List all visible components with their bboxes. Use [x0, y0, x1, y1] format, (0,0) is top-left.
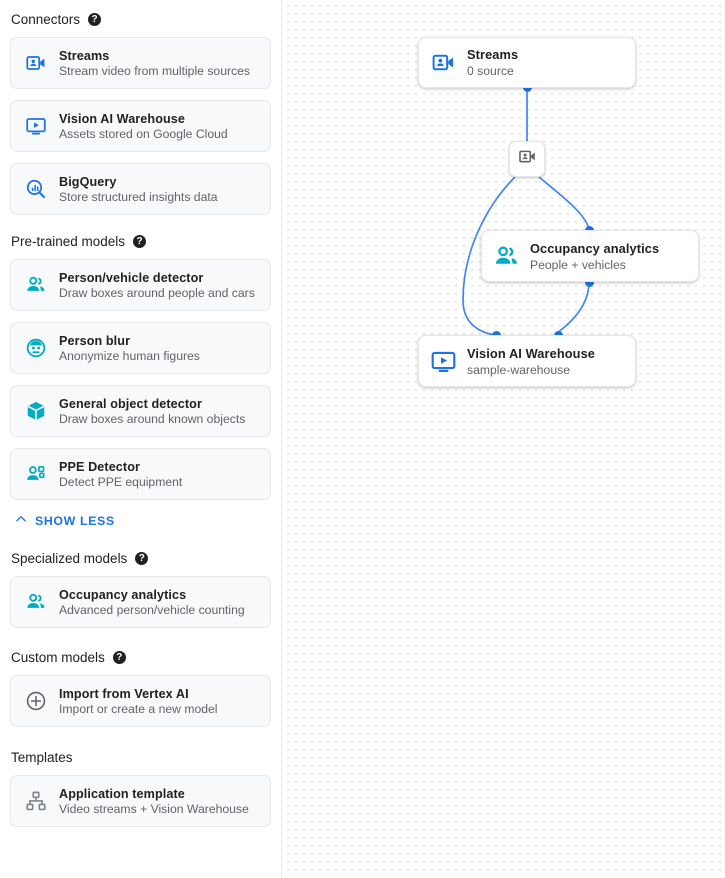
- graph-node-subtitle: People + vehicles: [530, 257, 626, 272]
- graph-node-text: Vision AI Warehouse sample-warehouse: [467, 346, 595, 377]
- show-less-button[interactable]: SHOW LESS: [10, 512, 271, 529]
- video-camera-person-icon: [419, 50, 467, 75]
- monitor-play-icon: [25, 115, 59, 137]
- card-vision-ai-warehouse[interactable]: Vision AI Warehouse Assets stored on Goo…: [10, 100, 271, 152]
- section-header-pre-trained-models: Pre-trained models ?: [10, 234, 271, 249]
- card-subtitle: Video streams + Vision Warehouse: [59, 801, 249, 816]
- connection-dot-occupancy-out[interactable]: [585, 278, 594, 287]
- card-application-template[interactable]: Application template Video streams + Vis…: [10, 775, 271, 827]
- section-header-connectors: Connectors ?: [10, 12, 271, 27]
- ppe-person-icon: [25, 463, 59, 485]
- graph-node-text: Streams 0 source: [467, 47, 518, 78]
- card-title: Vision AI Warehouse: [59, 111, 185, 126]
- card-subtitle: Detect PPE equipment: [59, 474, 183, 489]
- card-bigquery[interactable]: BigQuery Store structured insights data: [10, 163, 271, 215]
- graph-node-stream-connector[interactable]: [509, 141, 545, 177]
- card-title: Person blur: [59, 333, 131, 348]
- component-sidebar: Connectors ? Streams Stream video from m…: [0, 0, 282, 878]
- show-less-label: SHOW LESS: [35, 513, 115, 528]
- two-people-icon: [482, 243, 530, 270]
- card-text: Person/vehicle detector Draw boxes aroun…: [59, 271, 255, 300]
- card-occupancy-analytics[interactable]: Occupancy analytics Advanced person/vehi…: [10, 576, 271, 628]
- card-text: Vision AI Warehouse Assets stored on Goo…: [59, 112, 228, 141]
- section-header-custom-models: Custom models ?: [10, 650, 271, 665]
- section-header-specialized-models: Specialized models ?: [10, 551, 271, 566]
- section-title: Specialized models: [11, 551, 128, 566]
- card-text: Occupancy analytics Advanced person/vehi…: [59, 588, 245, 617]
- card-title: Occupancy analytics: [59, 587, 187, 602]
- magnifier-bar-chart-icon: [25, 178, 59, 200]
- card-text: General object detector Draw boxes aroun…: [59, 397, 245, 426]
- card-title: BigQuery: [59, 174, 117, 189]
- graph-node-title: Occupancy analytics: [530, 240, 660, 256]
- card-text: Streams Stream video from multiple sourc…: [59, 49, 250, 78]
- card-title: Import from Vertex AI: [59, 686, 189, 701]
- card-title: PPE Detector: [59, 459, 140, 474]
- monitor-play-icon: [419, 348, 467, 375]
- graph-node-text: Occupancy analytics People + vehicles: [530, 241, 659, 272]
- video-camera-person-icon: [25, 52, 59, 74]
- hierarchy-tree-icon: [25, 790, 59, 812]
- card-text: BigQuery Store structured insights data: [59, 175, 218, 204]
- section-title: Templates: [11, 750, 73, 765]
- card-subtitle: Store structured insights data: [59, 189, 218, 204]
- card-text: Person blur Anonymize human figures: [59, 334, 200, 363]
- help-icon[interactable]: ?: [133, 235, 147, 248]
- card-subtitle: Anonymize human figures: [59, 348, 200, 363]
- two-people-icon: [25, 591, 59, 613]
- card-subtitle: Stream video from multiple sources: [59, 63, 251, 78]
- help-icon[interactable]: ?: [88, 13, 102, 26]
- help-icon[interactable]: ?: [135, 552, 149, 565]
- card-text: Application template Video streams + Vis…: [59, 787, 249, 816]
- graph-node-title: Streams: [467, 47, 519, 62]
- card-person-blur[interactable]: Person blur Anonymize human figures: [10, 322, 271, 374]
- card-subtitle: Assets stored on Google Cloud: [59, 126, 228, 141]
- two-people-icon: [25, 274, 59, 296]
- card-title: Person/vehicle detector: [59, 270, 204, 285]
- card-ppe-detector[interactable]: PPE Detector Detect PPE equipment: [10, 448, 271, 500]
- card-subtitle: Advanced person/vehicle counting: [59, 602, 245, 617]
- cube-icon: [25, 400, 59, 422]
- card-text: Import from Vertex AI Import or create a…: [59, 687, 218, 716]
- section-title: Connectors: [11, 12, 81, 27]
- graph-node-subtitle: sample-warehouse: [467, 362, 570, 377]
- card-person-vehicle-detector[interactable]: Person/vehicle detector Draw boxes aroun…: [10, 259, 271, 311]
- section-header-templates: Templates: [10, 750, 271, 765]
- card-title: Streams: [59, 48, 110, 63]
- card-subtitle: Draw boxes around people and cars: [59, 285, 255, 300]
- graph-node-occupancy-analytics[interactable]: Occupancy analytics People + vehicles: [481, 230, 699, 282]
- help-icon[interactable]: ?: [112, 651, 126, 664]
- graph-edges: [462, 88, 590, 336]
- card-general-object-detector[interactable]: General object detector Draw boxes aroun…: [10, 385, 271, 437]
- graph-node-title: Vision AI Warehouse: [467, 345, 596, 361]
- graph-node-subtitle: 0 source: [467, 64, 514, 78]
- card-subtitle: Import or create a new model: [59, 701, 218, 716]
- card-import-from-vertex-ai[interactable]: Import from Vertex AI Import or create a…: [10, 675, 271, 727]
- video-camera-person-icon: [518, 147, 537, 171]
- person-face-icon: [25, 337, 59, 359]
- card-subtitle: Draw boxes around known objects: [59, 411, 246, 426]
- card-title: General object detector: [59, 396, 202, 411]
- section-title: Custom models: [11, 650, 105, 665]
- graph-node-streams[interactable]: Streams 0 source: [418, 37, 636, 88]
- plus-circle-icon: [25, 690, 59, 712]
- graph-node-vision-ai-warehouse[interactable]: Vision AI Warehouse sample-warehouse: [418, 335, 636, 387]
- chevron-up-icon: [14, 512, 28, 529]
- section-title: Pre-trained models: [11, 234, 126, 249]
- card-streams[interactable]: Streams Stream video from multiple sourc…: [10, 37, 271, 89]
- graph-canvas[interactable]: Streams 0 source: [282, 0, 725, 878]
- card-text: PPE Detector Detect PPE equipment: [59, 460, 182, 489]
- card-title: Application template: [59, 786, 185, 801]
